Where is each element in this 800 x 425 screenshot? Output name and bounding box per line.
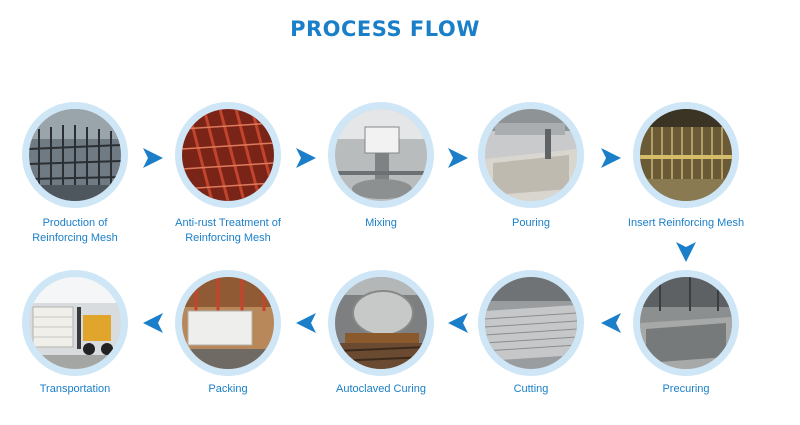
step-ring (633, 102, 739, 208)
mesh-insertion-photo (640, 109, 732, 201)
rebar-cage-photo (29, 109, 121, 201)
step-ring (22, 102, 128, 208)
step-ring (22, 270, 128, 376)
step-label: Precuring (662, 383, 710, 395)
step-ring (478, 270, 584, 376)
step-label: Pouring (512, 217, 550, 229)
pouring-photo (485, 109, 577, 201)
step-ring (175, 270, 281, 376)
step-label: Packing (208, 383, 248, 395)
arrow-left-icon (296, 313, 316, 333)
step-ring (478, 102, 584, 208)
arrow-left-icon (143, 313, 163, 333)
step-label: Mixing (365, 217, 397, 229)
step-label: Autoclaved Curing (336, 383, 426, 395)
packing-photo (182, 277, 274, 369)
forklift-photo (29, 277, 121, 369)
arrow-right-icon (601, 148, 621, 168)
arrow-right-icon (448, 148, 468, 168)
step-ring (328, 102, 434, 208)
step-label: Anti-rust Treatment of Reinforcing Mesh (175, 217, 281, 244)
red-coated-mesh-photo (182, 109, 274, 201)
cutting-photo (485, 277, 577, 369)
arrow-left-icon (448, 313, 468, 333)
step-ring (633, 270, 739, 376)
step-ring (175, 102, 281, 208)
page-title: PROCESS FLOW (290, 17, 480, 41)
step-label: Transportation (39, 383, 111, 395)
mixer-photo (335, 109, 427, 201)
arrow-down-icon (676, 242, 696, 262)
arrow-right-icon (143, 148, 163, 168)
arrow-right-icon (296, 148, 316, 168)
step-label: Cutting (513, 383, 549, 395)
arrow-left-icon (601, 313, 621, 333)
step-label: Production of Reinforcing Mesh (32, 217, 118, 244)
step-label: Insert Reinforcing Mesh (627, 217, 745, 229)
step-ring (328, 270, 434, 376)
autoclave-photo (335, 277, 427, 369)
precuring-photo (640, 277, 732, 369)
